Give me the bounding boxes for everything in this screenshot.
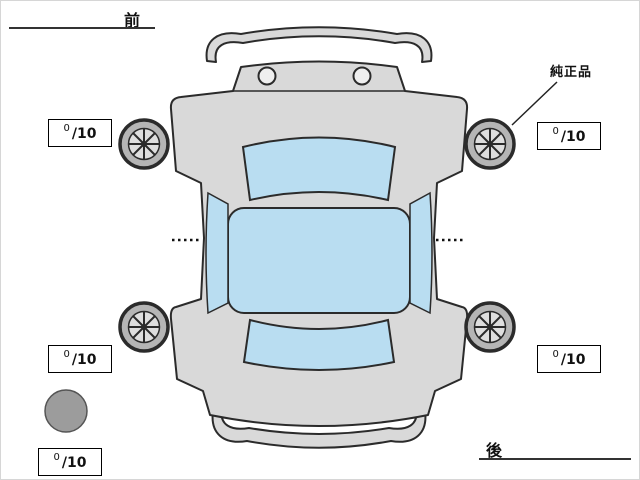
windshield <box>241 136 397 202</box>
tire-score-rear-left: 0 /10 <box>48 345 112 373</box>
tire-score-rear-right: 0 /10 <box>537 345 601 373</box>
front-underline <box>9 27 155 29</box>
rear-label: 後 <box>486 441 503 460</box>
wheel-rear-right-icon <box>464 301 516 353</box>
wheel-front-left-icon <box>118 118 170 170</box>
rear-underline <box>479 458 631 460</box>
front-label: 前 <box>124 11 141 30</box>
genuine-part-label: 純正品 <box>550 65 593 80</box>
score-value: 0 <box>552 126 559 137</box>
score-denominator: /10 <box>560 352 586 368</box>
score-value: 0 <box>63 349 70 360</box>
side-window-right <box>409 191 433 315</box>
front-bumper <box>205 26 433 63</box>
score-value: 0 <box>53 452 60 463</box>
score-denominator: /10 <box>71 126 97 142</box>
cowl-circle-left <box>257 66 277 86</box>
score-denominator: /10 <box>71 352 97 368</box>
rear-window <box>242 318 396 371</box>
wheel-rear-left-icon <box>118 301 170 353</box>
score-value: 0 <box>552 349 559 360</box>
tire-score-spare: 0 /10 <box>38 448 102 476</box>
tire-score-front-right: 0 /10 <box>537 122 601 150</box>
score-denominator: /10 <box>560 129 586 145</box>
side-window-left <box>205 191 229 315</box>
score-value: 0 <box>63 123 70 134</box>
score-denominator: /10 <box>61 455 87 471</box>
genuine-part-leader-line <box>511 81 558 126</box>
spare-tire-icon <box>44 389 88 433</box>
roof-glass <box>227 207 411 314</box>
tire-score-front-left: 0 /10 <box>48 119 112 147</box>
cowl-circle-right <box>352 66 372 86</box>
wheel-front-right-icon <box>464 118 516 170</box>
